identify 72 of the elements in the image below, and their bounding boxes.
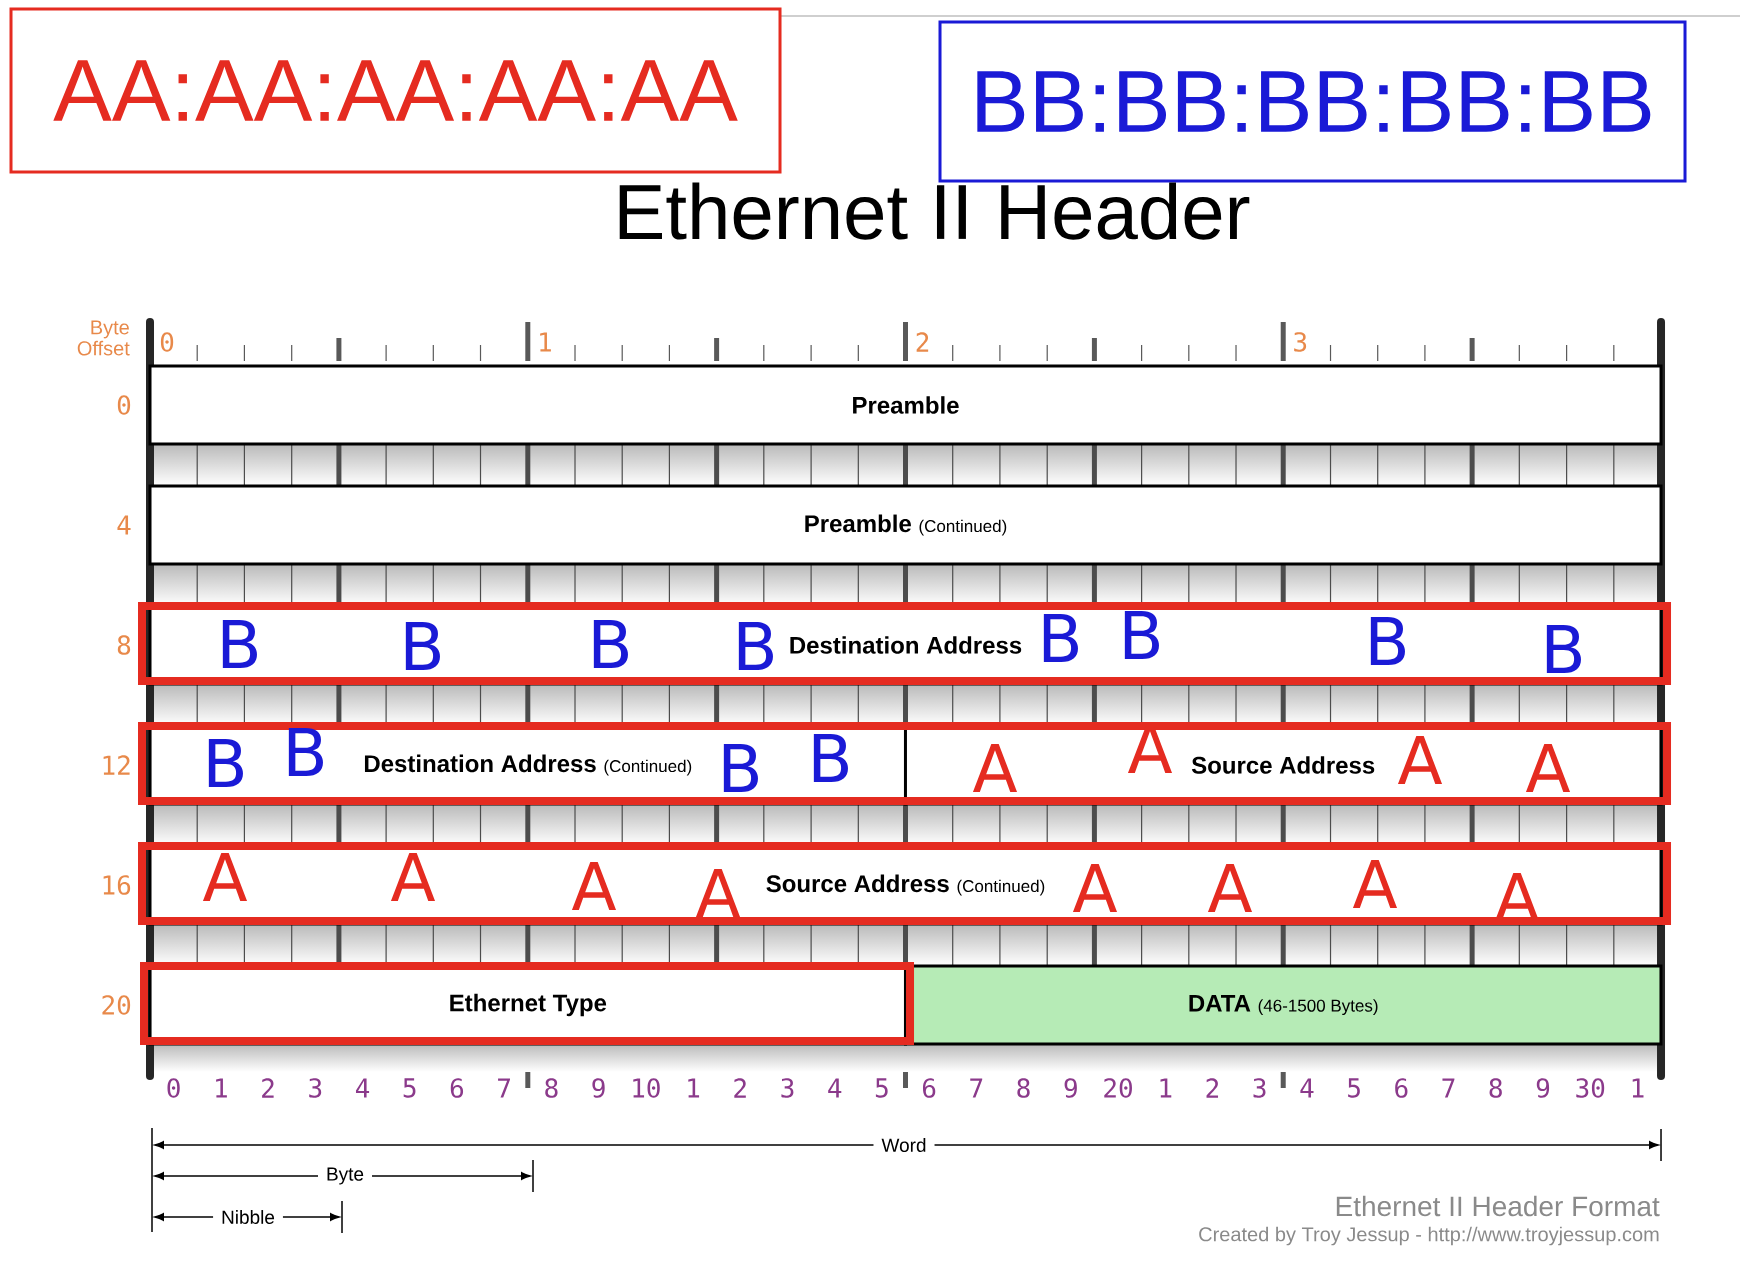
handwritten-letter: B — [723, 743, 758, 793]
handwritten-letter: A — [1397, 735, 1443, 785]
row-offset-number: 8 — [117, 635, 131, 655]
header-field-box: Preamble — [148, 364, 1663, 446]
handwritten-letter: A — [202, 852, 248, 902]
bit-number: 3 — [309, 1078, 322, 1098]
bit-number: 8 — [1017, 1078, 1030, 1098]
handwritten-letter: B — [738, 621, 773, 671]
title: Ethernet II Header — [619, 182, 1250, 240]
bit-number: 9 — [592, 1078, 605, 1098]
bit-number: 1 — [1632, 1078, 1644, 1098]
bit-number: 7 — [970, 1078, 983, 1098]
handwritten-letter: A — [1207, 863, 1253, 913]
handwritten-letter: B — [593, 619, 628, 669]
header-field-box: DATA (46-1500 Bytes) — [903, 964, 1663, 1046]
handwritten-letter: B — [1546, 624, 1581, 674]
row-offset-number: 0 — [117, 395, 131, 415]
bit-number: 1 — [216, 1078, 227, 1098]
bit-number: 10 — [633, 1078, 660, 1098]
handwritten-letter: B — [1124, 610, 1159, 660]
bit-number: 2 — [1206, 1078, 1219, 1098]
bit-number: 1 — [688, 1078, 700, 1098]
bit-number: 5 — [1348, 1078, 1360, 1098]
bit-number: 3 — [1253, 1078, 1266, 1098]
handwritten-letter: A — [972, 743, 1018, 793]
address-box: BB:BB:BB:BB:BB — [938, 20, 1687, 183]
bit-number: 30 — [1576, 1078, 1605, 1098]
handwritten-letter: A — [1352, 859, 1398, 909]
row-offset-number: 16 — [103, 875, 131, 895]
row-offset-number: 20 — [102, 995, 131, 1015]
row-offset-number: 4 — [117, 515, 131, 535]
bit-number: 4 — [828, 1078, 842, 1098]
row-offset-number: 12 — [103, 755, 130, 775]
bit-number: 0 — [167, 1078, 180, 1098]
handwritten-letter: B — [1043, 613, 1078, 663]
bit-number: 6 — [923, 1078, 936, 1098]
credit-text: Created by Troy Jessup - http://www.troyjessup.com — [1199, 1226, 1659, 1246]
header-field-box: Preamble (Continued) — [148, 484, 1663, 566]
handwritten-letter: B — [208, 738, 243, 788]
handwritten-letter: B — [1370, 616, 1405, 666]
handwritten-letter: B — [405, 621, 440, 671]
handwritten-letter: A — [1072, 863, 1118, 913]
bit-number: 20 — [1104, 1078, 1132, 1098]
handwritten-letter: B — [288, 727, 323, 777]
bit-number: 4 — [1300, 1078, 1314, 1098]
address-box: AA:AA:AA:AA:AA — [9, 7, 782, 174]
handwritten-letter: A — [1525, 743, 1571, 793]
bit-number: 3 — [781, 1078, 794, 1098]
dimension-label: Byte — [318, 1166, 372, 1186]
handwritten-letter: B — [813, 733, 848, 783]
bit-number: 4 — [356, 1078, 370, 1098]
bit-number: 8 — [1489, 1078, 1502, 1098]
bit-number: 2 — [262, 1078, 274, 1098]
dimension-label: Word — [873, 1137, 935, 1153]
handwritten-letter: A — [390, 852, 436, 902]
bit-number: 7 — [1442, 1078, 1455, 1098]
bit-number: 8 — [545, 1078, 558, 1098]
caption: Ethernet II Header Format — [1336, 1195, 1660, 1217]
byte-offset-label: Byte Offset — [77, 320, 130, 356]
bit-number: 6 — [450, 1078, 464, 1098]
bit-number: 9 — [1536, 1078, 1550, 1098]
handwritten-letter: B — [222, 619, 257, 669]
handwritten-letter: A — [571, 861, 617, 911]
bit-number: 2 — [734, 1078, 746, 1098]
bit-number: 1 — [1160, 1078, 1172, 1098]
dimension-label: Nibble — [213, 1209, 283, 1225]
handwritten-letter: A — [695, 868, 741, 918]
bit-number: 6 — [1395, 1078, 1408, 1098]
bit-number: 5 — [403, 1078, 416, 1098]
bit-number: 9 — [1064, 1078, 1077, 1098]
bit-number: 7 — [498, 1078, 510, 1098]
bit-number: 5 — [875, 1078, 888, 1098]
